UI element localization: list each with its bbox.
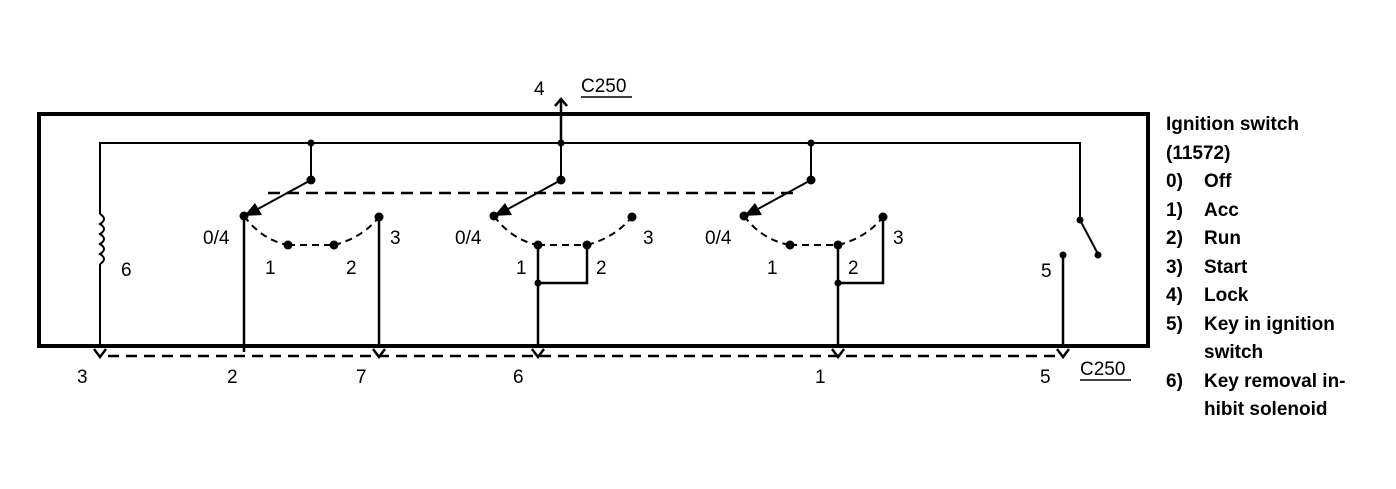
legend-text: hibit solenoid (1204, 399, 1328, 420)
contact-off-lock (739, 211, 749, 221)
label-run: 2 (346, 258, 357, 279)
pin-5-chevron-icon (1056, 348, 1070, 360)
wiper-pivot (306, 175, 316, 185)
wiper-arrow-icon (244, 203, 262, 216)
legend-text: Key in ignition (1204, 313, 1335, 335)
legend-number: 6) (1166, 370, 1183, 392)
legend-number: 5) (1166, 313, 1183, 335)
contact-arc (743, 215, 791, 246)
pin-label-7: 7 (356, 367, 367, 388)
pin-label-3: 3 (77, 367, 88, 388)
solenoid-coil-icon (98, 213, 105, 265)
label-start: 3 (643, 228, 654, 249)
legend-item-key-removal: 6) Key removal in- (1166, 368, 1386, 397)
acc-run-jumper (538, 245, 589, 285)
legend-item-off: 0) Off (1166, 168, 1386, 197)
contact-acc (283, 240, 293, 250)
switch-group-1: 0/4 1 2 3 (203, 143, 401, 352)
legend-text: Key removal in- (1204, 370, 1346, 392)
legend-number: 3) (1166, 256, 1183, 278)
key-switch-contact (1094, 251, 1102, 259)
common-bus-wire (99, 142, 1081, 220)
label-run: 2 (596, 258, 607, 279)
pin-label-5: 5 (1040, 367, 1051, 388)
jumper-junction (834, 279, 842, 287)
label-acc: 1 (516, 258, 527, 279)
top-connector-label: C250 (581, 76, 626, 97)
wiper-arrow-icon (494, 203, 512, 216)
label-run: 2 (848, 258, 859, 279)
top-pin-label: 4 (534, 79, 545, 100)
pin-label-2: 2 (227, 367, 238, 388)
jumper-junction (534, 279, 542, 287)
label-acc: 1 (767, 258, 778, 279)
contact-start (627, 212, 637, 222)
label-start: 3 (390, 228, 401, 249)
label-start: 3 (893, 228, 904, 249)
run-start-jumper (838, 217, 885, 285)
pin-4-arrow-icon (554, 97, 568, 107)
contact-arc (333, 216, 380, 246)
wiper-pivot (806, 175, 816, 185)
legend-item-lock: 4) Lock (1166, 282, 1386, 311)
legend-item-key-in-ignition-cont: switch (1166, 339, 1386, 368)
legend: Ignition switch (11572) 0) Off 1) Acc 2)… (1166, 111, 1386, 425)
legend-text: Acc (1204, 199, 1239, 221)
legend-number: 0) (1166, 171, 1183, 192)
solenoid-label: 6 (121, 260, 132, 281)
legend-part-number: (11572) (1166, 142, 1231, 164)
contact-arc (243, 215, 289, 246)
legend-number: 1) (1166, 199, 1183, 221)
legend-text: Off (1204, 171, 1232, 192)
wiper-pivot (556, 175, 566, 185)
legend-text: switch (1204, 342, 1264, 363)
legend-text: Lock (1204, 285, 1249, 306)
contact-arc (837, 216, 884, 246)
pin-1-chevron-icon (831, 348, 845, 360)
key-switch-label: 5 (1041, 261, 1052, 282)
pin-6-chevron-icon (531, 348, 545, 360)
contact-off-lock (489, 211, 499, 221)
pin-7-chevron-icon (372, 348, 386, 360)
legend-item-key-removal-cont: hibit solenoid (1166, 396, 1386, 425)
key-switch-blade (1079, 219, 1099, 255)
legend-number: 2) (1166, 228, 1183, 249)
switch-group-3: 0/4 1 2 3 (705, 143, 904, 344)
legend-text: Run (1204, 228, 1241, 249)
label-off-lock: 0/4 (705, 228, 732, 249)
bottom-connector-label: C250 (1080, 359, 1125, 380)
pin-label-6: 6 (513, 367, 524, 388)
switch-group-2: 0/4 1 2 3 (455, 143, 654, 344)
legend-number: 4) (1166, 285, 1183, 306)
legend-text: Start (1204, 256, 1248, 278)
wiper-arrow-icon (744, 203, 762, 216)
pin-label-1: 1 (815, 367, 826, 388)
pin-3-chevron-icon (93, 348, 107, 360)
label-off-lock: 0/4 (203, 228, 230, 249)
legend-title: Ignition switch (1166, 114, 1299, 135)
legend-item-key-in-ignition: 5) Key in ignition (1166, 311, 1386, 340)
contact-acc (785, 240, 795, 250)
contact-run (329, 240, 339, 250)
legend-item-acc: 1) Acc (1166, 197, 1386, 226)
legend-item-start: 3) Start (1166, 254, 1386, 283)
label-acc: 1 (265, 258, 276, 279)
contact-arc (586, 216, 633, 246)
switch-housing (37, 112, 1150, 348)
legend-item-run: 2) Run (1166, 225, 1386, 254)
contact-arc (493, 215, 539, 246)
label-off-lock: 0/4 (455, 228, 482, 249)
